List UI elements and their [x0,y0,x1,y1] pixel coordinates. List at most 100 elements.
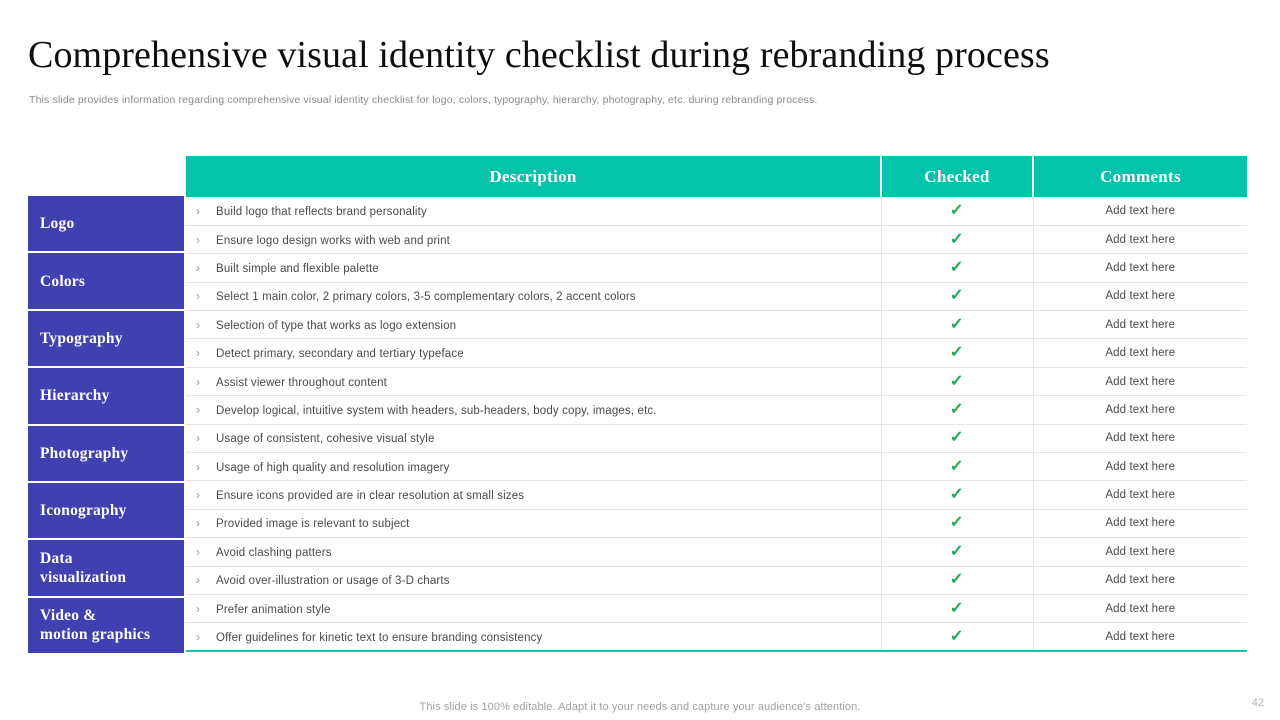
checked-cell[interactable]: ✓ [881,424,1034,454]
checked-cell[interactable]: ✓ [881,253,1034,283]
comment-cell[interactable]: Add text here [1033,338,1247,368]
chevron-right-icon: › [196,573,201,588]
comment-cell[interactable]: Add text here [1033,367,1247,397]
checkmark-icon[interactable]: ✓ [949,287,965,305]
checkmark-icon[interactable]: ✓ [949,400,965,418]
checkmark-icon[interactable]: ✓ [949,599,965,617]
description-cell: › Usage of consistent, cohesive visual st… [186,424,882,454]
description-cell: › Detect primary, secondary and tertiary … [186,338,882,368]
checkmark-icon[interactable]: ✓ [949,457,965,475]
table-row: ›Prefer animation style✓Add text here [186,594,1247,624]
comment-cell[interactable]: Add text here [1033,622,1247,653]
checkmark-icon[interactable]: ✓ [949,258,965,276]
chevron-right-icon: › [196,516,201,531]
checked-cell[interactable]: ✓ [881,367,1034,397]
comment-cell[interactable]: Add text here [1033,395,1247,425]
comment-cell[interactable]: Add text here [1033,480,1247,510]
description-cell: › Ensure icons provided are in clear reso… [186,480,882,510]
description-cell: ›Offer guidelines for kinetic text to en… [186,622,882,653]
table-row: › Ensure logo design works with web and p… [186,225,1247,255]
comment-cell[interactable]: Add text here [1033,282,1247,312]
checkmark-icon[interactable]: ✓ [949,542,965,560]
checkmark-icon[interactable]: ✓ [949,201,965,219]
category-label-line: Photography [40,444,129,462]
checkmark-icon[interactable]: ✓ [949,315,965,333]
checkmark-icon[interactable]: ✓ [949,344,965,362]
table-row: ›Usage of high quality and resolution im… [186,452,1247,482]
table-row: ›Offer guidelines for kinetic text to en… [186,622,1247,653]
category-cell-photography: Photography [28,425,184,483]
chevron-right-icon: › [196,544,201,559]
comment-cell[interactable]: Add text here [1033,594,1247,624]
checked-cell[interactable]: ✓ [881,509,1034,539]
category-label-line: Data [40,550,73,568]
chevron-right-icon: › [196,431,201,446]
comment-cell[interactable]: Add text here [1033,310,1247,340]
checkmark-icon[interactable]: ✓ [949,230,965,248]
checked-cell[interactable]: ✓ [881,537,1034,567]
checkmark-icon[interactable]: ✓ [949,571,965,589]
category-label-line: Logo [40,215,75,233]
description-text: Assist viewer throughout content [216,376,387,389]
checkmark-icon[interactable]: ✓ [949,372,965,390]
table-row: ›Build logo that reflects brand personal… [186,197,1247,226]
checkmark-icon[interactable]: ✓ [949,486,965,504]
page-subtitle: This slide provides information regardin… [29,94,818,106]
checked-cell[interactable]: ✓ [881,310,1034,340]
checkmark-icon[interactable]: ✓ [949,429,965,447]
table-header: Description Checked Comments [186,156,1247,197]
category-label-line: Hierarchy [40,387,110,405]
table-row: › Usage of consistent, cohesive visual st… [186,424,1247,454]
description-cell: ›Usage of high quality and resolution im… [186,452,882,482]
table-row: › Detect primary, secondary and tertiary … [186,338,1247,368]
description-text: Selection of type that works as logo ext… [216,319,457,332]
checklist-table: Description Checked Comments › Build logo… [186,156,1247,653]
checked-cell[interactable]: ✓ [881,594,1034,624]
comment-cell[interactable]: Add text here [1033,424,1247,454]
comment-cell[interactable]: Add text here [1033,452,1247,482]
chevron-right-icon: › [196,488,201,503]
description-text: Build logo that reflects brand personali… [216,205,427,218]
category-label-line: motion graphics [40,626,151,644]
description-text: Usage of consistent, cohesive visual sty… [216,433,435,446]
table-row: ›Provided image is relevant to subject✓A… [186,509,1247,539]
category-cell-colors: Colors [28,253,184,311]
chevron-right-icon: › [196,260,201,275]
description-text: Prefer animation style [216,603,331,616]
description-cell: ›Avoid over-illustration or usage of 3-D… [186,566,882,595]
checked-cell[interactable]: ✓ [881,197,1034,226]
category-cell-hierarchy: Hierarchy [28,368,184,426]
description-text: Ensure icons provided are in clear resol… [216,490,525,503]
category-label-line: visualization [40,569,127,587]
checked-cell[interactable]: ✓ [881,452,1034,482]
chevron-right-icon: › [196,374,201,389]
comment-cell[interactable]: Add text here [1033,225,1247,255]
table-body: › Build logo that reflects brand personal… [186,197,1247,653]
checked-cell[interactable]: ✓ [881,395,1034,425]
comment-cell[interactable]: Add text here [1033,197,1247,226]
checked-cell[interactable]: ✓ [881,566,1034,595]
checked-cell[interactable]: ✓ [881,480,1034,510]
category-cell-video-motion-graphics: Video &motion graphics [28,597,184,656]
checkmark-icon[interactable]: ✓ [949,627,965,645]
chevron-right-icon: › [196,629,201,644]
checked-cell[interactable]: ✓ [881,225,1034,255]
checked-cell[interactable]: ✓ [881,282,1034,312]
comment-cell[interactable]: Add text here [1033,537,1247,567]
checkmark-icon[interactable]: ✓ [949,514,965,532]
comment-cell[interactable]: Add text here [1033,509,1247,539]
checklist-table-wrapper: Description Checked Comments › Build logo… [186,156,1247,653]
description-cell: ›Build logo that reflects brand personal… [186,197,882,226]
description-text: Ensure logo design works with web and pr… [216,234,451,247]
description-text: Detect primary, secondary and tertiary t… [216,348,464,361]
comment-cell[interactable]: Add text here [1033,566,1247,595]
column-header-comments: Comments [1033,156,1247,197]
chevron-right-icon: › [196,346,201,361]
checked-cell[interactable]: ✓ [881,622,1034,653]
chevron-right-icon: › [196,459,201,474]
checked-cell[interactable]: ✓ [881,338,1034,368]
chevron-right-icon: › [196,232,201,247]
comment-cell[interactable]: Add text here [1033,253,1247,283]
description-cell: ›Select 1 main color, 2 primary colors, … [186,282,882,312]
description-text: Develop logical, intuitive system with h… [216,404,657,417]
